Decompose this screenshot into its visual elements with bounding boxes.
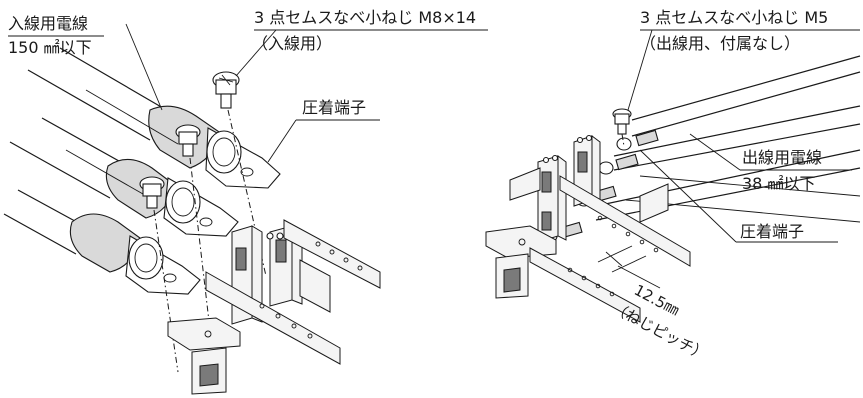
right-assembly <box>485 29 861 323</box>
terminal-block-left <box>167 219 381 395</box>
incoming-screw-usage: （入線用） <box>252 34 333 53</box>
bar-holes-left <box>259 241 363 339</box>
outgoing-cable-spec: 38 ㎟以下 <box>742 174 816 193</box>
outgoing-cables <box>595 55 861 223</box>
pitch-dimension <box>597 245 661 289</box>
incoming-cables <box>3 47 223 273</box>
leaders-left <box>8 23 488 163</box>
incoming-cable-title: 入線用電線 <box>8 14 89 33</box>
centerlines-left <box>153 109 267 373</box>
right-terminal-label: 圧着端子 <box>740 222 805 241</box>
outgoing-screw-usage: （出線用、付属なし） <box>640 34 801 53</box>
left-assembly <box>3 23 488 395</box>
bar-holes-right <box>567 215 659 297</box>
leaders-right <box>627 29 860 243</box>
screws-left <box>139 71 240 209</box>
outgoing-cable-title: 出線用電線 <box>742 148 823 167</box>
incoming-screw-title: 3 点セムスなべ小ねじ M8×14 <box>254 8 477 27</box>
left-terminal-label: 圧着端子 <box>302 98 367 117</box>
incoming-cable-spec: 150 ㎟以下 <box>8 38 92 57</box>
terminal-block-right <box>485 134 691 323</box>
screw-right <box>612 108 632 147</box>
outgoing-screw-title: 3 点セムスなべ小ねじ M5 <box>640 8 829 27</box>
